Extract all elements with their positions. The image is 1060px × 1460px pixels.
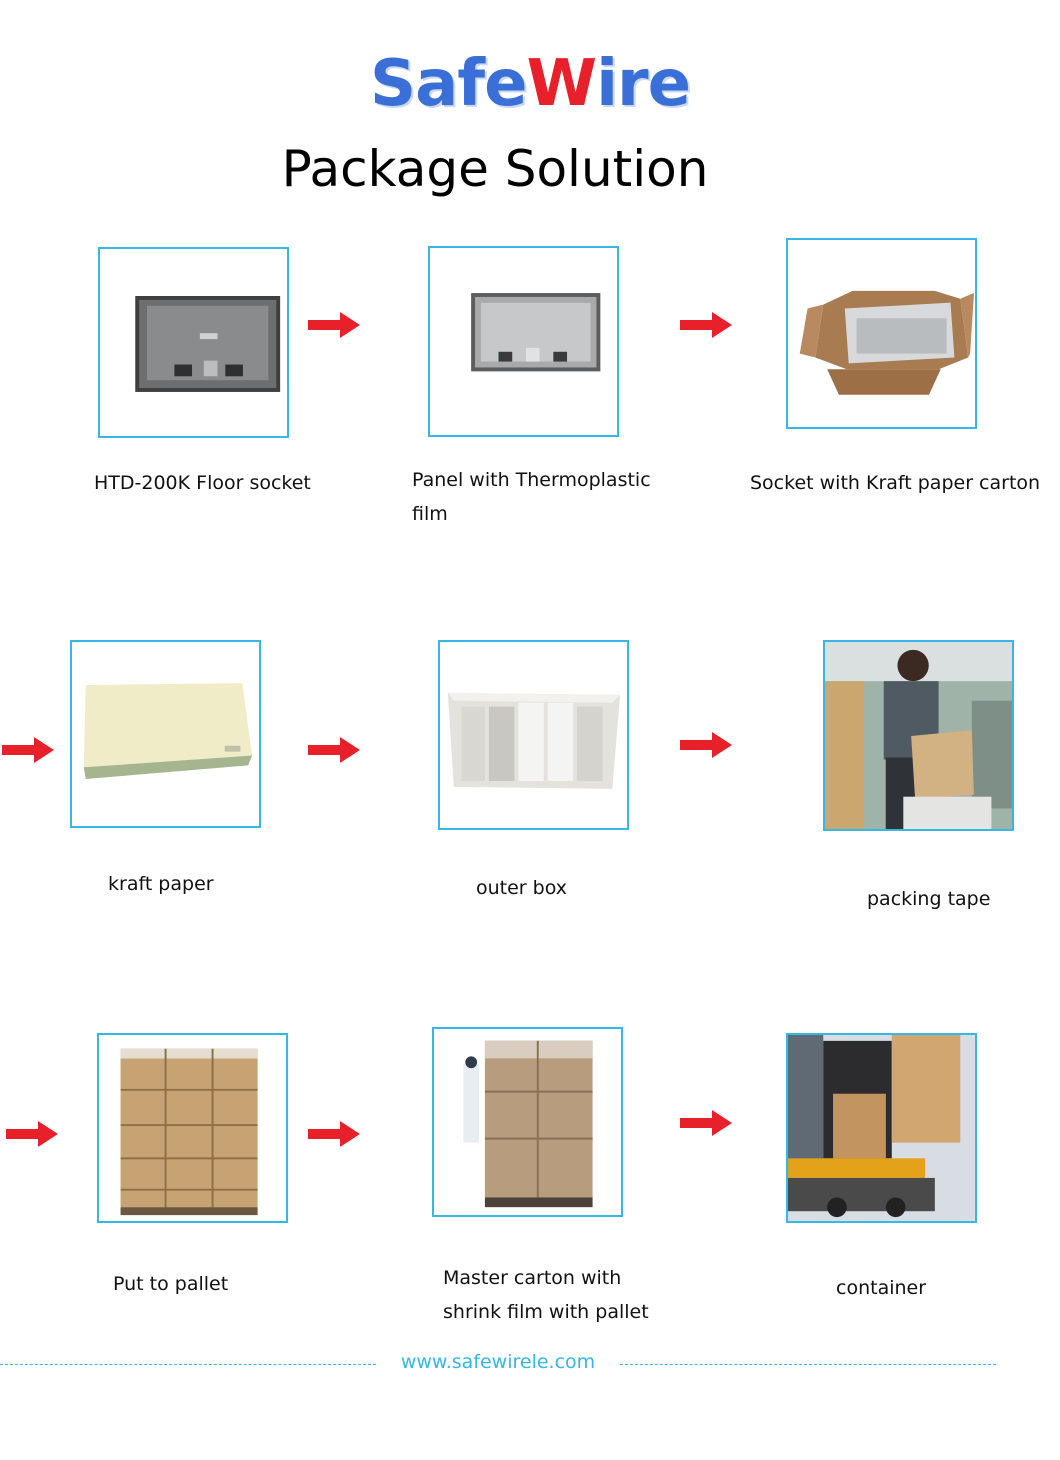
step-6-image-packing-tape (823, 640, 1014, 831)
step-5-image-outer-box (438, 640, 629, 830)
step-1-image-floor-socket (98, 247, 289, 438)
floor-socket-image (135, 295, 281, 392)
brand-logo-safe: Safe (369, 47, 528, 121)
arrow-right-icon (680, 312, 732, 338)
step-3-image-kraft-carton (786, 238, 977, 429)
container-image (788, 1035, 975, 1221)
pallet-image (120, 1048, 258, 1216)
brand-logo-ire: ire (596, 47, 691, 121)
step-4-caption: kraft paper (108, 873, 214, 895)
arrow-right-icon (308, 737, 360, 763)
kraft-carton-image (799, 290, 975, 395)
step-4-image-kraft-paper (70, 640, 261, 828)
brand-logo-w: W (526, 47, 598, 121)
arrow-right-icon (680, 732, 732, 758)
page-title: Package Solution (281, 140, 709, 198)
arrow-right-icon (680, 1110, 732, 1136)
outer-box-image (447, 692, 621, 789)
step-2-image-panel-film (428, 246, 619, 437)
packing-tape-image (825, 642, 1012, 829)
step-9-image-container (786, 1033, 977, 1223)
step-8-image-shrink-film (432, 1027, 623, 1217)
step-7-caption: Put to pallet (113, 1273, 229, 1295)
step-8-caption-line1: Master carton with (443, 1267, 622, 1289)
step-7-image-pallet (97, 1033, 288, 1223)
shrink-film-image (463, 1040, 593, 1208)
step-1-caption: HTD-200K Floor socket (94, 472, 311, 494)
footer-divider-right (620, 1364, 996, 1365)
step-6-caption: packing tape (867, 888, 991, 910)
brand-logo: SafeWire (0, 44, 1060, 124)
step-3-caption: Socket with Kraft paper carton (750, 472, 1041, 494)
kraft-paper-image (83, 683, 253, 780)
arrow-right-icon (308, 312, 360, 338)
arrow-right-icon (2, 737, 54, 763)
arrow-right-icon (308, 1121, 360, 1147)
step-8-caption-line2: shrink film with pallet (443, 1301, 649, 1323)
step-2-caption-line2: film (412, 503, 448, 525)
step-5-caption: outer box (476, 877, 568, 899)
arrow-right-icon (6, 1121, 58, 1147)
footer-website-link[interactable]: www.safewirele.com (400, 1351, 596, 1373)
step-9-caption: container (836, 1277, 927, 1299)
footer-divider-left (0, 1364, 376, 1365)
step-2-caption-line1: Panel with Thermoplastic (412, 469, 651, 491)
panel-film-image (471, 293, 601, 372)
